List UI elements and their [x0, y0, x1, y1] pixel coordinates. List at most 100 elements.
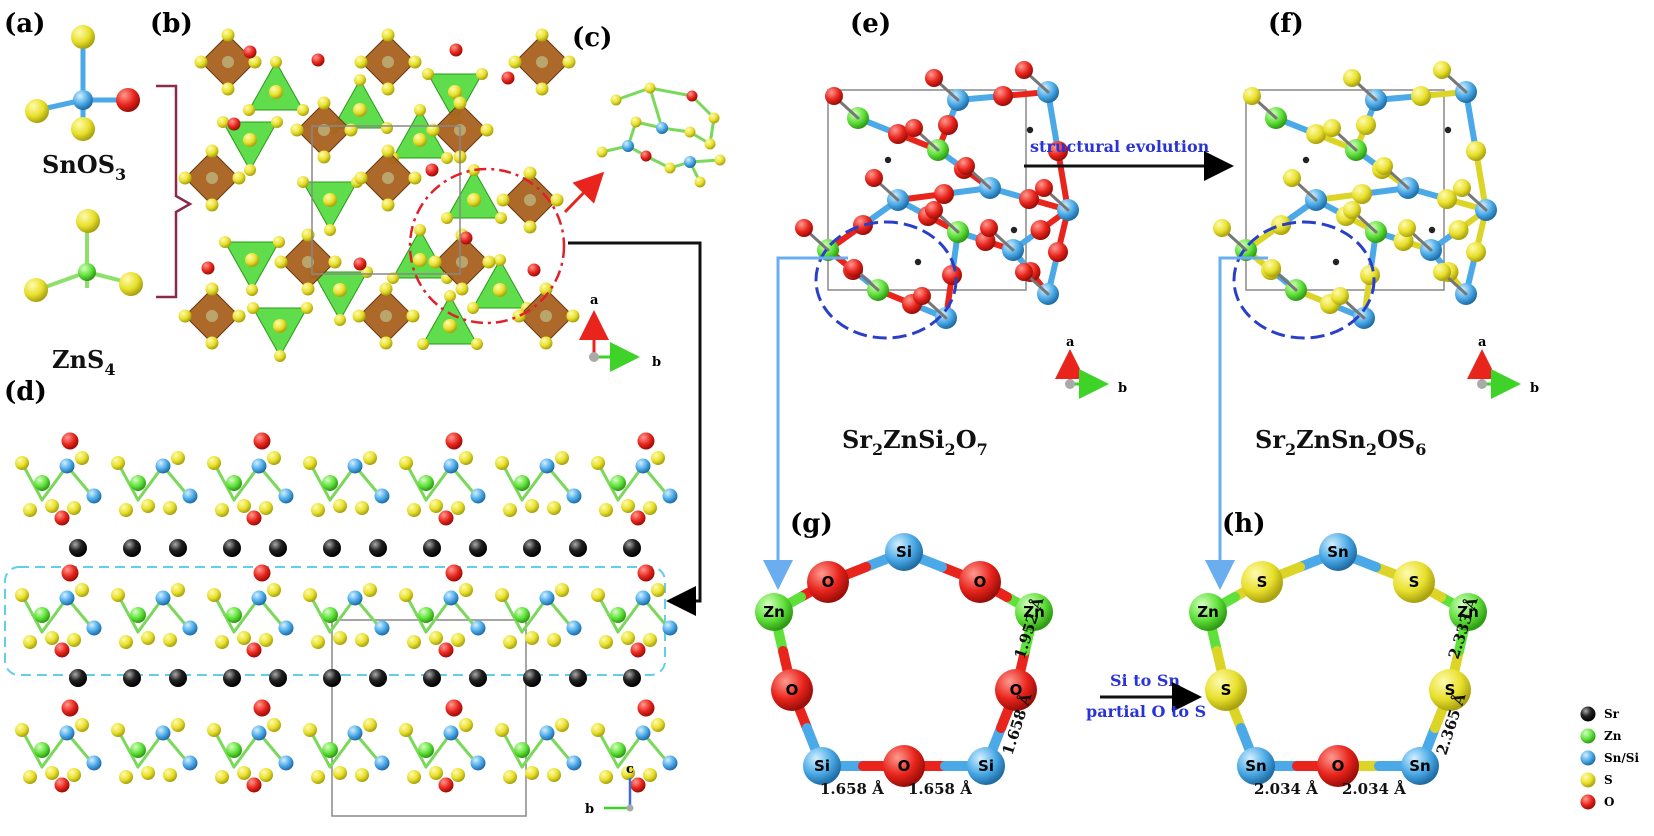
atom	[141, 766, 155, 780]
atom	[414, 104, 426, 116]
atom	[311, 635, 325, 649]
atom	[418, 607, 434, 623]
atom	[495, 212, 507, 224]
atom	[119, 635, 133, 649]
atom	[547, 633, 561, 647]
terminal-atom	[1015, 61, 1033, 79]
layer-unit	[591, 564, 678, 658]
atom	[75, 718, 89, 732]
bridge-atom	[1466, 242, 1486, 262]
atom	[363, 718, 377, 732]
atom	[347, 458, 363, 474]
atom	[347, 590, 363, 606]
panel-label-d: (d)	[4, 377, 47, 407]
axis-b-label: b	[652, 355, 661, 370]
atom	[381, 82, 395, 96]
sr-atom	[269, 669, 287, 687]
axis-indicator-e: a b	[1055, 335, 1127, 399]
atom	[374, 488, 390, 504]
bond	[648, 86, 694, 98]
atom	[656, 122, 668, 134]
atom	[59, 725, 75, 741]
sr-atom	[323, 539, 341, 557]
atom	[246, 284, 258, 296]
sn-center	[536, 56, 548, 68]
atom	[207, 588, 221, 602]
ring-atom-bottom_o	[883, 745, 925, 787]
atom	[429, 499, 443, 513]
atom	[635, 458, 651, 474]
bond-length-label: 2.034 Å	[1254, 780, 1318, 798]
atom	[54, 642, 70, 658]
axis-indicator-f: a b	[1467, 335, 1539, 399]
terminal-atom	[1331, 287, 1349, 305]
atom	[303, 588, 317, 602]
atom	[61, 432, 79, 450]
atom	[622, 140, 634, 152]
atom	[322, 742, 338, 758]
atom	[379, 282, 393, 296]
atom	[694, 176, 706, 188]
oxygen-atom	[501, 71, 515, 85]
atom	[247, 302, 259, 314]
sr-atom	[369, 539, 387, 557]
atom	[45, 631, 59, 645]
atom	[453, 96, 467, 110]
atom	[379, 336, 393, 350]
axis-indicator-bc: a b	[579, 293, 661, 372]
atom	[245, 253, 259, 267]
sr-site	[1428, 226, 1436, 234]
layer-unit	[399, 432, 486, 526]
panel-f-structure	[1213, 61, 1497, 340]
atom	[547, 501, 561, 515]
atom	[566, 755, 582, 771]
axis-d-c-label: c	[626, 762, 634, 777]
atom	[662, 488, 678, 504]
atom	[445, 432, 463, 450]
atom	[495, 723, 509, 737]
atom	[182, 620, 198, 636]
atom	[232, 309, 246, 323]
ring-atom-label: S	[1257, 573, 1268, 591]
oxygen-atom	[353, 257, 367, 271]
panel-e-structure	[795, 61, 1079, 340]
atom	[596, 146, 608, 158]
layer-unit	[207, 564, 294, 658]
atom	[75, 451, 89, 465]
atom	[347, 725, 363, 741]
terminal-atom	[1035, 179, 1053, 197]
ring-atom-left_zn	[755, 593, 793, 631]
atom	[599, 635, 613, 649]
bond	[596, 593, 620, 634]
atom	[637, 432, 655, 450]
sr-atom	[69, 539, 87, 557]
atom	[34, 607, 50, 623]
atom	[503, 635, 517, 649]
sr-atom	[169, 669, 187, 687]
atom	[243, 104, 255, 116]
atom	[467, 193, 481, 207]
bridge-atom	[888, 124, 908, 144]
atom	[429, 766, 443, 780]
axis-f-a-label: a	[1478, 335, 1487, 350]
atom	[333, 283, 347, 297]
atom	[643, 633, 657, 647]
atom	[470, 755, 486, 771]
atom	[684, 156, 696, 168]
sr-site	[884, 156, 892, 164]
oxygen-atom	[243, 45, 257, 59]
sn-center	[540, 310, 552, 322]
bond	[20, 593, 44, 634]
atom	[599, 770, 613, 784]
layer-unit	[207, 432, 294, 526]
atom	[539, 336, 553, 350]
sn-center	[206, 172, 218, 184]
atom	[221, 28, 235, 42]
terminal-atom	[925, 201, 943, 219]
atom	[86, 620, 102, 636]
substitution-arrow: Si to Sn partial O to S	[1086, 671, 1206, 721]
atom	[662, 620, 678, 636]
atom	[243, 133, 257, 147]
atom	[270, 56, 282, 68]
